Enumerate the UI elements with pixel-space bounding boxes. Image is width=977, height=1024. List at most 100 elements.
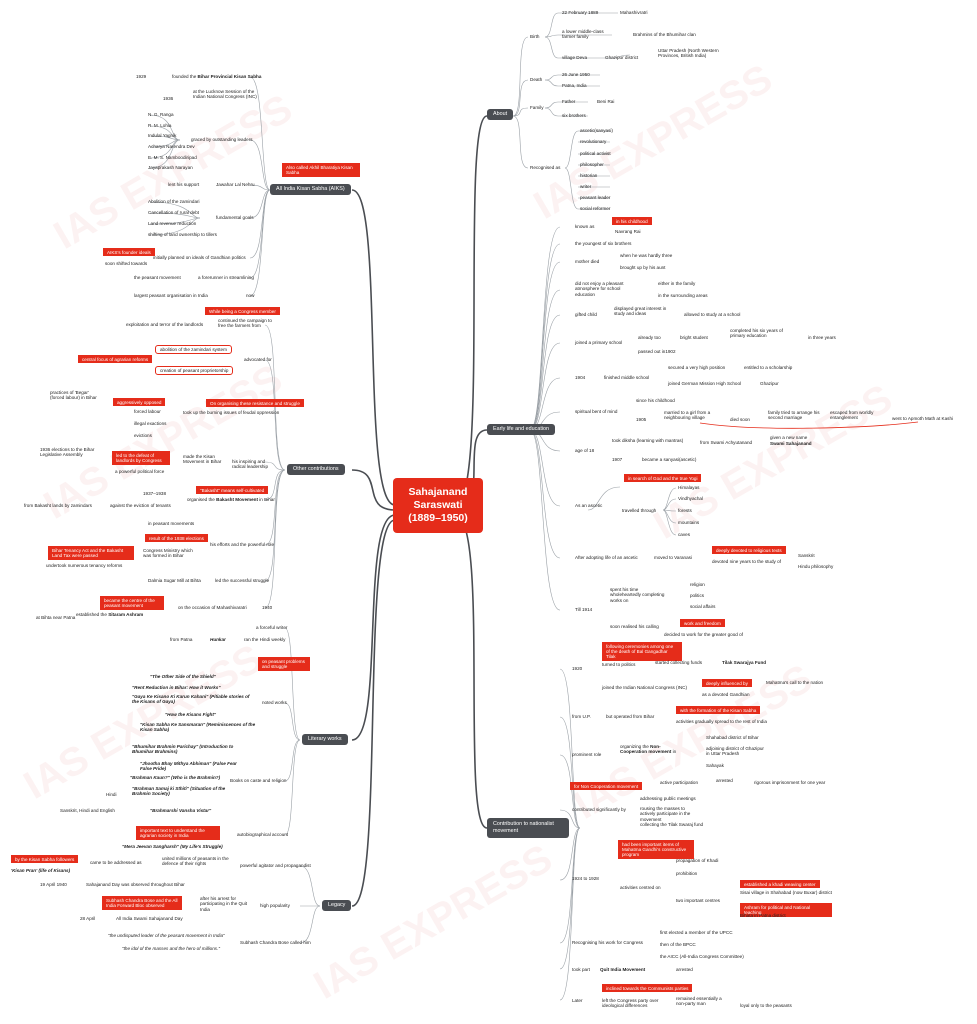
nat-gandhian: as a devoted Gandhian [702, 692, 750, 697]
early-spiritual: spiritual bent of mind [575, 409, 618, 414]
nat-two-centres: two important centres [676, 898, 720, 903]
oc-elections-callout: led to the defeat of landlords by Congre… [112, 451, 170, 465]
lit-work: "Rent Reduction in Bihar: How it Works" [132, 685, 221, 690]
nat-active: active participation [660, 780, 699, 785]
legacy-united: united millions of peasants in the defen… [162, 856, 229, 867]
role-item: peasant leader [580, 195, 611, 200]
branch-literary-works[interactable]: Literary works [302, 734, 348, 746]
branch-nationalist[interactable]: Contribution to nationalist movement [487, 818, 569, 838]
family-label: Family [530, 105, 544, 110]
early-hindu: Hindu philosophy [798, 564, 834, 569]
lit-work: "How the Kisans Fight" [165, 712, 217, 717]
branch-legacy[interactable]: Legacy [322, 900, 352, 912]
oc-congress-ministry: Congress Ministry which was formed in Bi… [143, 548, 193, 559]
aiks-goal: Land revenue reduction [148, 221, 197, 226]
birth-family-value: Brahmins of the Bhumihar clan [633, 32, 696, 37]
oc-inspiring: his inspiring and radical leadership [232, 459, 269, 470]
oc-efforts: his efforts and the powerful role [210, 542, 275, 547]
birth-date-value: Mahashivratri [620, 10, 648, 15]
early-middle-1: secured a very high position [668, 365, 726, 370]
aiks-leader: Jayaprakash Narayan [148, 165, 193, 170]
early-greater: decided to work for the greater good of [664, 632, 743, 637]
early-gifted: gifted child [575, 312, 597, 317]
early-place: caves [678, 532, 691, 537]
early-gifted-1: displayed great interest in study and id… [614, 306, 667, 317]
nat-inclined-callout: inclined towards the Communists parties [602, 984, 693, 993]
branch-aiks[interactable]: All India Kisan Sabha (AIKS) [270, 184, 351, 196]
oc-against: against the eviction of tenants [110, 503, 171, 508]
death-date: 26 June 1950 [562, 72, 590, 77]
birth-district: Ghazipur district [605, 55, 639, 60]
lit-hindi-weekly: ran the Hindi weekly [244, 637, 286, 642]
oc-years: 1937–1938 [143, 491, 166, 496]
early-diksha: took diksha (learning with mantras) [612, 438, 684, 443]
early-1905: 1905 [636, 417, 647, 422]
legacy-apr28: 28 April [80, 916, 96, 921]
early-adopting: After adopting life of an ascetic [575, 555, 638, 560]
legacy-bose: Subhash Chandra Bose called him [240, 940, 311, 945]
aiks-goals: fundamental goals [216, 215, 254, 220]
oc-mahashiv: on the occasion of Mahashivaratri [178, 605, 247, 610]
branch-other-contributions[interactable]: Other contributions [287, 464, 345, 476]
nat-joined: joined the Indian National Congress (INC… [602, 685, 688, 690]
early-sanyasi: became a sanyasi(ascetic) [642, 457, 697, 462]
nat-activities: activities gradually spread to the rest … [676, 719, 767, 724]
aiks-goal: shifting of land ownership to tillers [148, 232, 217, 237]
role-item: philosopher [580, 162, 604, 167]
branch-early-life[interactable]: Early life and education [487, 424, 556, 436]
lit-work: "The Other Side of the Shield" [150, 674, 216, 679]
nat-contrib-item: collecting the Tilak Swaraj fund [640, 822, 704, 827]
lit-hunkar: Hunkar [210, 637, 226, 642]
lit-noted: noted works [262, 700, 287, 705]
branch-about[interactable]: About [487, 109, 514, 121]
nat-arrested: arrested [716, 778, 733, 783]
oc-ashram-callout: became the centre of the peasant movemen… [100, 596, 164, 610]
nat-org-item: Sahayak [706, 763, 724, 768]
lit-hindi-label: Hindi [106, 792, 117, 797]
early-middle-4: Ghazipur [760, 381, 779, 386]
nat-arrested-quit: arrested [676, 967, 693, 972]
oc-led: led the successful struggle [215, 578, 270, 583]
nat-noncoop-callout: for Non Cooperation movement [570, 782, 643, 791]
birth-date: 22 February 1889 [562, 10, 599, 15]
nat-gandhi: Mahatma's call to the nation [766, 680, 824, 685]
legacy-kisan-pran: 'Kisan Pran' (life of Kisans) [11, 868, 71, 873]
nat-political-callout: Ashram for political and National teachi… [740, 903, 832, 917]
oc-bihar-callout: Bihar Tenancy Act and the Bakasht Land T… [48, 546, 134, 560]
nat-recog-item: first elected a member of the UPCC [660, 930, 733, 935]
early-navrang: Navrang Rai [615, 229, 641, 234]
oc-creation: creation of peasant proprietorship [155, 366, 234, 376]
role-item: historian [580, 173, 598, 178]
nat-rigorous: rigorous imprisonment for one year [754, 780, 826, 785]
legacy-agitator: powerful agitator and propagandist [240, 863, 311, 868]
aiks-peasant-movement: the peasant movement [134, 275, 181, 280]
early-newname: given a new name [770, 435, 808, 440]
aiks-1936: 1936 [163, 96, 174, 101]
role-item: revolutionary [580, 139, 607, 144]
early-known: known as [575, 224, 595, 229]
lit-caste-work: "Jhootha Bhay Mithya Abhiman" (False Fea… [140, 761, 237, 772]
oc-result-callout: result of the 1938 elections [145, 534, 208, 543]
nat-took: took part [572, 967, 590, 972]
nat-organizing: organizing the Non-Cooperation movement … [620, 744, 677, 755]
nat-org-item: adjoining district of Ghazipur in Uttar … [706, 746, 764, 757]
early-travelled: travelled through [622, 508, 657, 513]
aiks-largest: largest peasant organisation in India [134, 293, 208, 298]
legacy-arrest: after his arrest for participating in th… [200, 896, 247, 912]
legacy-allindia-day: All India Swami Sahajanand Day [116, 916, 183, 921]
oc-begar-callout: aggressively opposed [113, 398, 166, 407]
nat-later: Later [572, 998, 583, 1003]
legacy-called: came to be addressed as [90, 860, 142, 865]
birth-village: village Deva [562, 55, 588, 60]
aiks-leader: Acharya Narendra Dev [148, 144, 195, 149]
aiks-leader: Indulal Yagnik [148, 133, 177, 138]
nat-1924: 1924 to 1928 [572, 876, 599, 881]
aiks-goal: Abolition of the zamindari [148, 199, 200, 204]
early-sanskrit: Sanskrit [798, 553, 815, 558]
early-1907: 1907 [612, 457, 623, 462]
nat-tilak-callout: following ceremonies among one of the de… [602, 642, 682, 662]
oc-bihta: at Bihta near Patna [36, 615, 76, 620]
lit-work: "Kisan Sabha Ke Sansmaran" (Reminiscence… [140, 722, 256, 733]
aiks-shifted: soon shifted towards [105, 261, 148, 266]
early-enjoy-1: either in the family [658, 281, 696, 286]
